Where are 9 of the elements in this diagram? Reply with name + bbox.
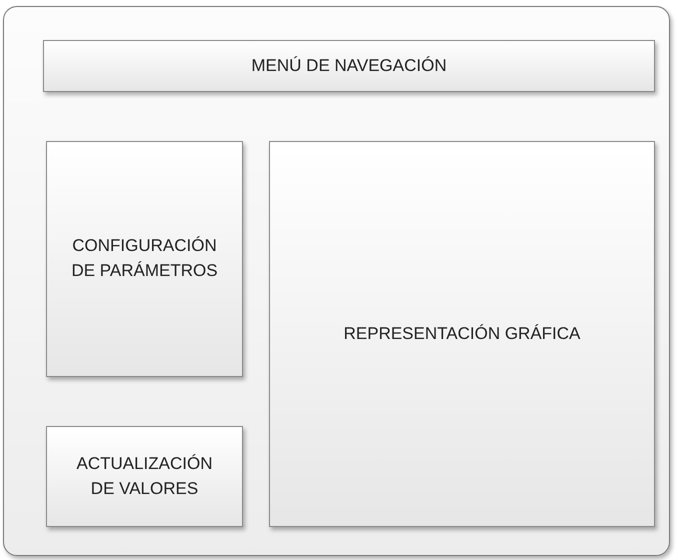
section-label: REPRESENTACIÓN GRÁFICA xyxy=(342,322,582,345)
panel-frame xyxy=(3,6,670,556)
section-box xyxy=(43,40,655,92)
section-label: CONFIGURACIÓN DE PARÁMETROS xyxy=(70,235,219,282)
section-box xyxy=(269,141,655,527)
section-box xyxy=(46,426,243,527)
section-box xyxy=(46,141,243,377)
section-label: ACTUALIZACIÓN DE VALORES xyxy=(75,452,214,500)
section-label: MENÚ DE NAVEGACIÓN xyxy=(250,54,448,77)
